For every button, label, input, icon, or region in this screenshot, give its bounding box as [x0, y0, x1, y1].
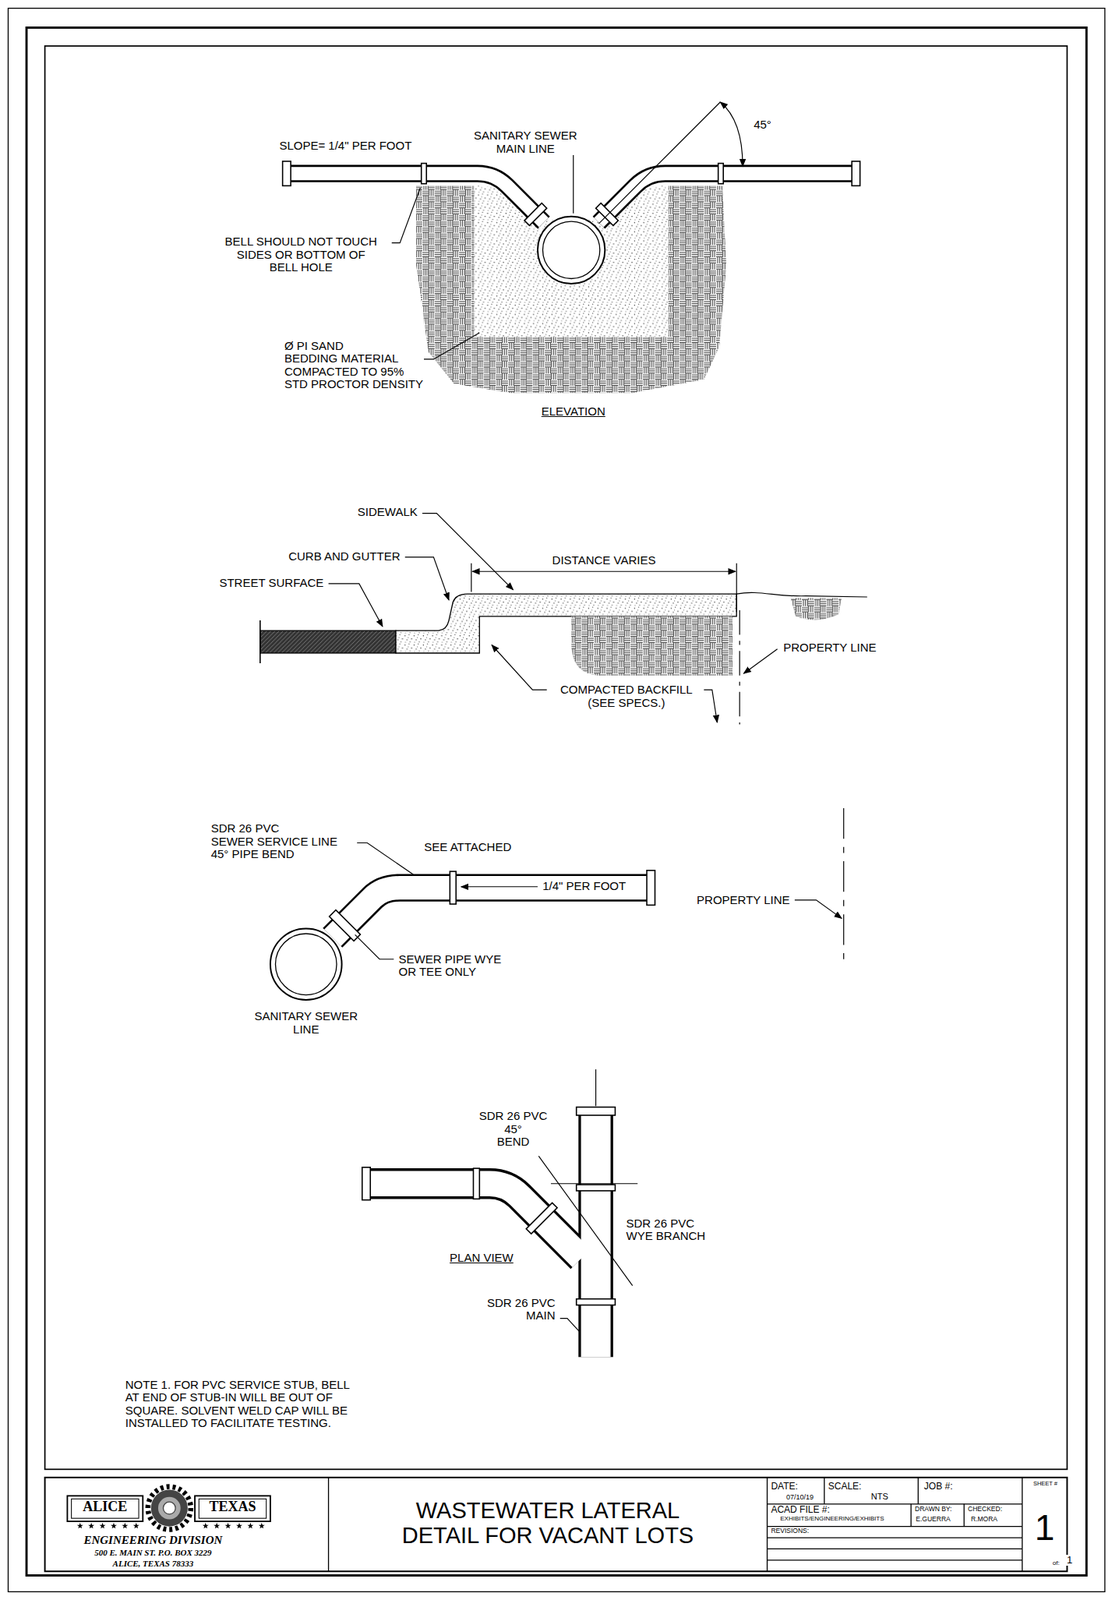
- callout-label: SDR 26 PVC MAIN: [486, 1296, 557, 1323]
- callout-label: COMPACTED BACKFILL (SEE SPECS.): [559, 683, 694, 710]
- view-title: PLAN VIEW: [448, 1251, 515, 1265]
- callout-label: SANITARY SEWER LINE: [253, 1009, 359, 1036]
- logo-text: ALICE: [81, 1499, 128, 1515]
- dimension-text: DISTANCE VARIES: [551, 554, 657, 568]
- callout-label: BELL SHOULD NOT TOUCH SIDES OR BOTTOM OF…: [224, 235, 378, 275]
- table-cell: REVISIONS:: [769, 1527, 810, 1535]
- reference-note: SEE ATTACHED: [423, 840, 512, 855]
- table-cell: SCALE:: [827, 1481, 863, 1492]
- address-line: ALICE, TEXAS 78333: [112, 1558, 195, 1568]
- slope-note: 1/4" PER FOOT: [541, 879, 627, 894]
- table-cell: JOB #:: [923, 1481, 954, 1492]
- callout-label: STREET SURFACE: [218, 576, 325, 590]
- table-cell: EXHIBITS/ENGINEERING/EXHIBITS: [779, 1515, 885, 1523]
- callout-label: SDR 26 PVC SEWER SERVICE LINE 45° PIPE B…: [210, 822, 339, 862]
- table-cell: E.GUERRA: [914, 1515, 951, 1523]
- table-cell: NTS: [870, 1491, 890, 1501]
- slope-note: SLOPE= 1/4" PER FOOT: [278, 139, 413, 153]
- callout-label: Ø PI SAND BEDDING MATERIAL COMPACTED TO …: [283, 339, 424, 392]
- table-cell: DRAWN BY:: [914, 1505, 953, 1513]
- view-title: ELEVATION: [540, 405, 607, 419]
- sheet-count: 1: [1066, 1554, 1074, 1566]
- table-cell: of:: [1051, 1560, 1061, 1568]
- drawing-title: WASTEWATER LATERAL DETAIL FOR VACANT LOT…: [401, 1498, 695, 1549]
- callout-label: SDR 26 PVC WYE BRANCH: [625, 1217, 707, 1243]
- callout-label: SIDEWALK: [356, 505, 419, 519]
- division-name: ENGINEERING DIVISION: [82, 1533, 223, 1547]
- callout-label: PROPERTY LINE: [695, 893, 791, 908]
- callout-label: SANITARY SEWER MAIN LINE: [473, 129, 579, 156]
- table-cell: CHECKED:: [967, 1505, 1003, 1513]
- callout-label: SDR 26 PVC 45° BEND: [478, 1109, 549, 1149]
- table-cell: 07/10/19: [785, 1493, 815, 1502]
- callout-label: SEWER PIPE WYE OR TEE ONLY: [398, 953, 503, 979]
- table-cell: R.MORA: [970, 1515, 999, 1523]
- general-note: NOTE 1. FOR PVC SERVICE STUB, BELL AT EN…: [124, 1378, 351, 1430]
- table-cell: DATE:: [769, 1481, 798, 1492]
- table-cell: ACAD FILE #:: [769, 1504, 830, 1515]
- callout-label: CURB AND GUTTER: [287, 550, 401, 564]
- angle-dimension: 45°: [752, 118, 773, 132]
- table-cell: SHEET #: [1032, 1480, 1059, 1487]
- callout-label: PROPERTY LINE: [782, 641, 878, 655]
- logo-text: TEXAS: [208, 1499, 257, 1515]
- address-line: 500 E. MAIN ST. P.O. BOX 3229: [93, 1547, 212, 1557]
- sheet-number: 1: [1034, 1507, 1056, 1548]
